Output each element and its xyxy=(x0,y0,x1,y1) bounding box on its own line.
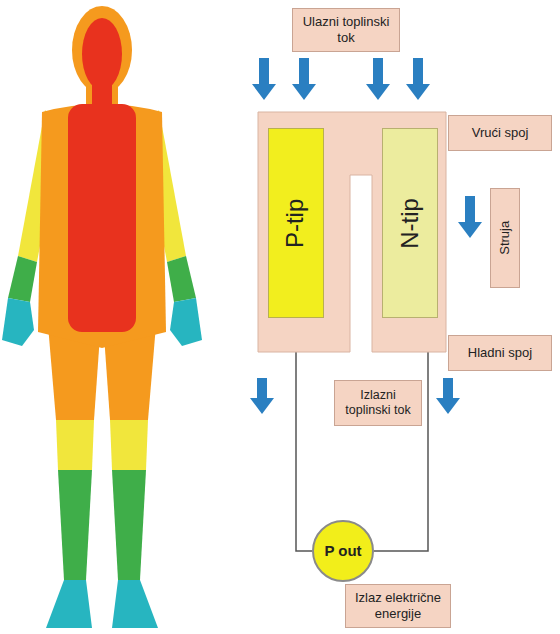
node-label: N-tip xyxy=(396,198,425,249)
thermocouple-body xyxy=(258,112,446,352)
node-label: Izlaz električne energije xyxy=(349,590,447,621)
output-box: Izlaz električne energije xyxy=(345,584,451,628)
power-out-circle: P out xyxy=(312,520,374,582)
node-label: P out xyxy=(324,542,361,560)
node-label: Vrući spoj xyxy=(472,125,529,141)
node-label: Ulazni toplinski tok xyxy=(296,14,396,45)
hot-junction-box: Vrući spoj xyxy=(448,115,552,151)
wire xyxy=(374,318,428,551)
heat-out-box: Izlazni toplinski tok xyxy=(334,380,422,426)
node-label: Hladni spoj xyxy=(468,345,532,361)
node-label: Struja xyxy=(497,221,513,255)
n-type-leg: N-tip xyxy=(382,128,438,318)
heat-in-box: Ulazni toplinski tok xyxy=(292,8,400,52)
cold-junction-box: Hladni spoj xyxy=(448,335,552,371)
current-box: Struja xyxy=(490,188,520,288)
node-label: Izlazni toplinski tok xyxy=(338,388,418,418)
body-heatmap xyxy=(2,6,202,628)
node-label: P-tip xyxy=(282,198,311,247)
p-type-leg: P-tip xyxy=(268,128,324,318)
wire xyxy=(296,318,312,551)
